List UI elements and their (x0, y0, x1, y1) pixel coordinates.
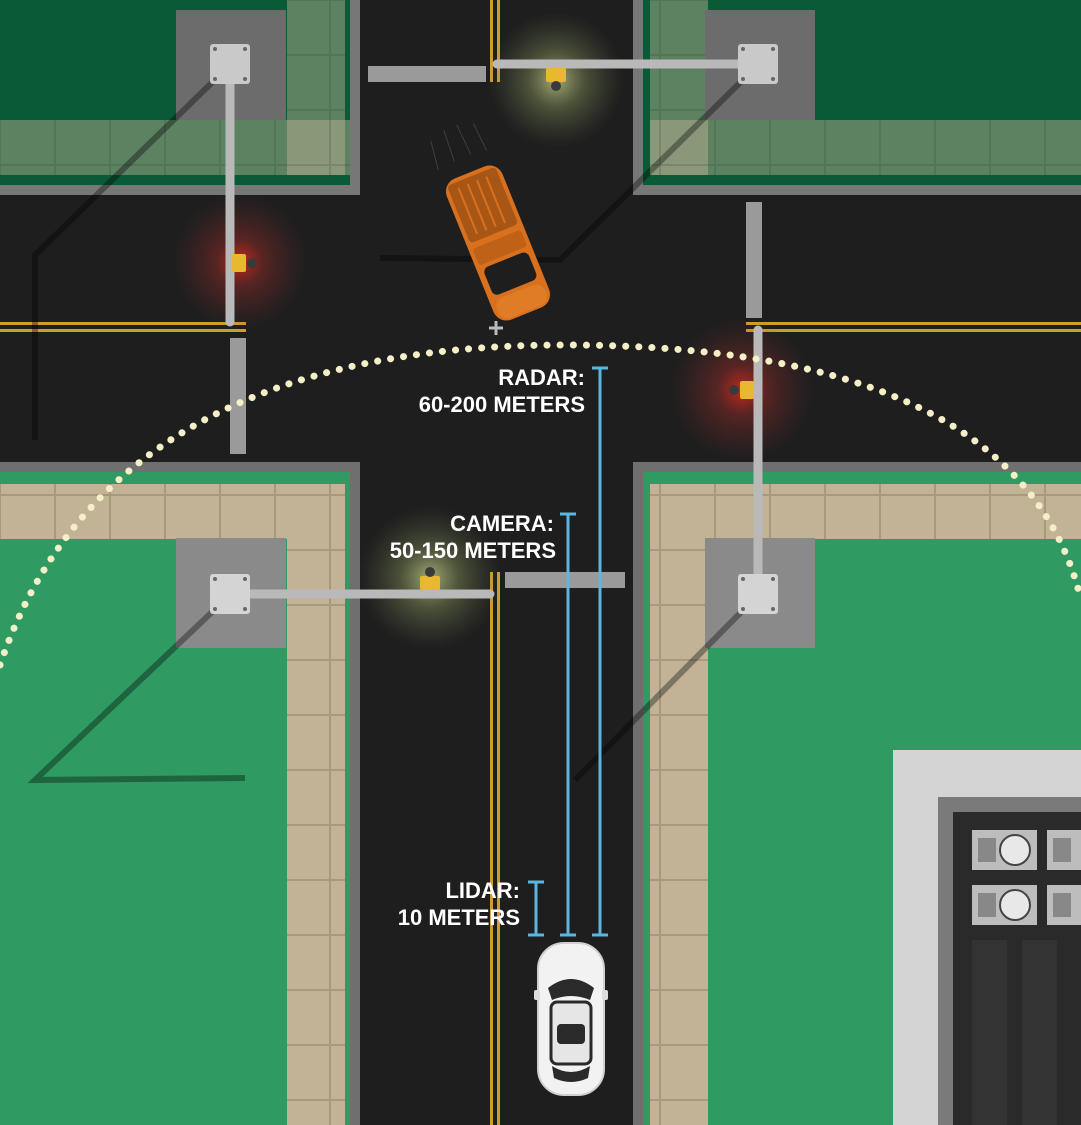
block-top-right (633, 0, 1081, 195)
radar-label-title: RADAR: (498, 365, 585, 390)
lidar-label-range: 10 METERS (398, 905, 520, 930)
ac-unit-icon (1047, 885, 1081, 925)
ac-unit-icon (972, 830, 1037, 870)
traffic-signal-icon (420, 567, 440, 590)
radar-label-range: 60-200 METERS (419, 392, 585, 417)
signal-poles (223, 57, 763, 600)
camera-label-title: CAMERA: (450, 511, 554, 536)
traffic-signal-icon (546, 68, 566, 91)
autonomous-car (534, 942, 608, 1096)
pickup-truck (430, 123, 551, 321)
lidar-label-title: LIDAR: (445, 878, 520, 903)
stop-lines (230, 66, 762, 588)
building (893, 750, 1081, 1125)
ac-unit-icon (1047, 830, 1081, 870)
camera-range-bar (560, 512, 576, 937)
signal-pole-base-icon (210, 574, 250, 614)
pole-shadows (27, 62, 761, 784)
camera-label-range: 50-150 METERS (390, 538, 556, 563)
signal-pole-base-icon (738, 44, 778, 84)
lidar-range-bar (528, 880, 544, 937)
signal-pole-base-icon (738, 574, 778, 614)
radar-range-bar (592, 366, 608, 937)
ac-unit-icon (972, 885, 1037, 925)
signal-pole-base-icon (210, 44, 250, 84)
crosshair-icon (489, 321, 503, 335)
block-top-left (0, 0, 360, 195)
radar-range-arc (0, 341, 1081, 669)
block-bottom-left (0, 462, 360, 1125)
traffic-signal-icon (232, 254, 257, 272)
traffic-signal-icon (729, 381, 754, 399)
